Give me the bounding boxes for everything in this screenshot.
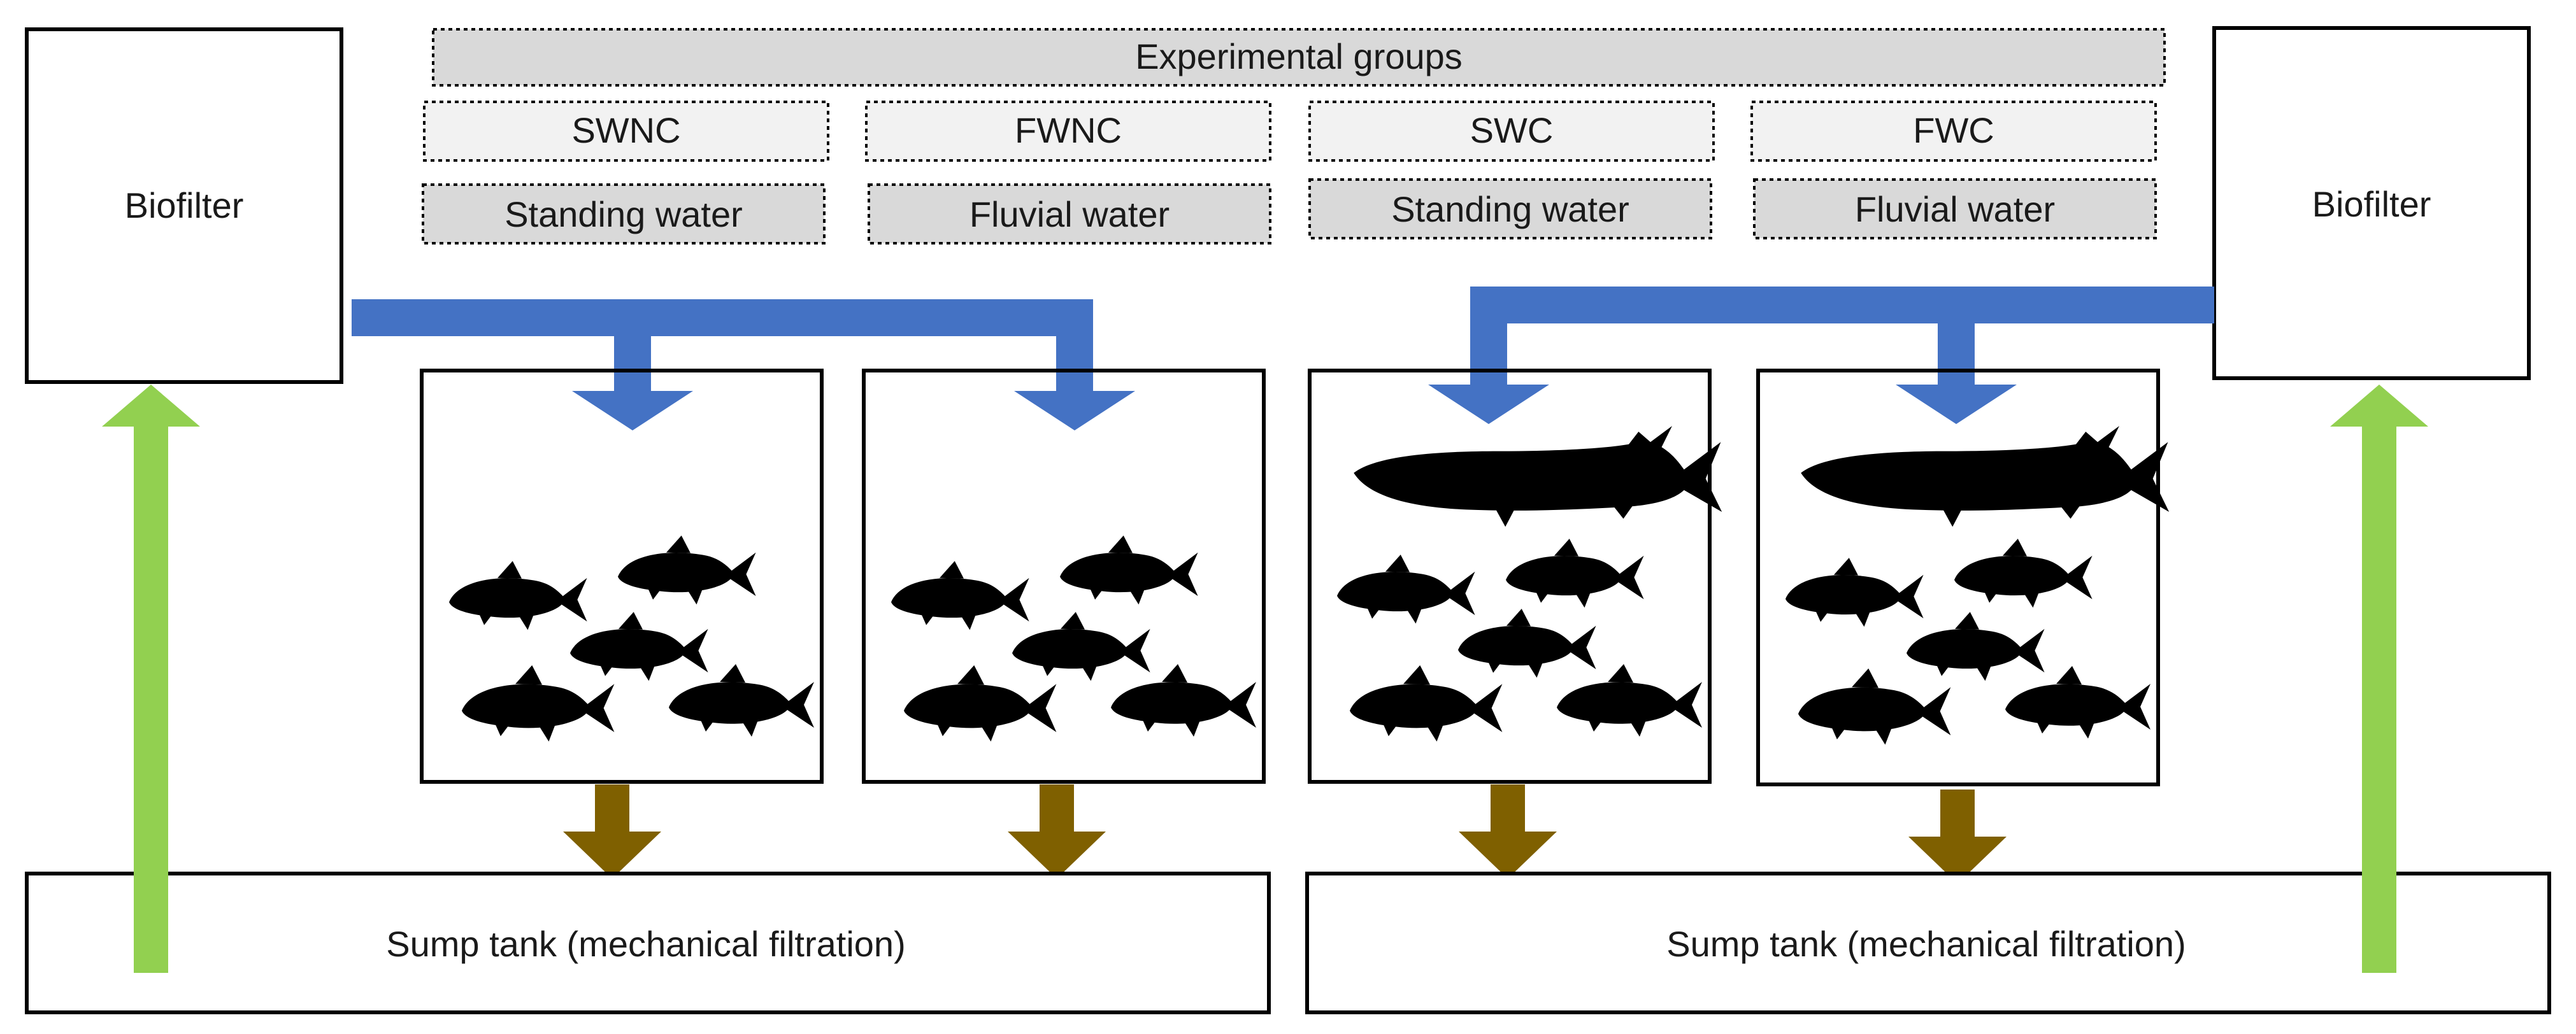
- prey-fish-icon: [449, 535, 814, 742]
- prey-fish-icon: [1785, 539, 2150, 745]
- pike-predator-icon: [1354, 426, 1722, 527]
- return-arrow-left: [102, 385, 200, 973]
- experimental-groups-header: Experimental groups: [432, 28, 2166, 87]
- group-code-swc: SWC: [1308, 101, 1715, 162]
- header-title: Experimental groups: [1135, 36, 1463, 76]
- water-type-fwnc: Fluvial water: [868, 183, 1271, 244]
- svg-text:FWNC: FWNC: [1015, 110, 1122, 150]
- svg-text:Sump tank (mechanical filtrati: Sump tank (mechanical filtration): [386, 924, 905, 964]
- svg-text:Biofilter: Biofilter: [125, 185, 244, 225]
- svg-text:Fluvial water: Fluvial water: [970, 194, 1170, 234]
- biofilter-right: Biofilter: [2212, 26, 2531, 380]
- water-type-fwc: Fluvial water: [1753, 178, 2157, 239]
- inflow-pipe-right: [1428, 287, 2214, 424]
- water-type-swc: Standing water: [1308, 178, 1712, 239]
- pike-predator-icon: [1801, 426, 2170, 527]
- sump-tank-right: Sump tank (mechanical filtration): [1305, 872, 2551, 1014]
- tank-swc: [1308, 369, 1722, 784]
- svg-text:Standing water: Standing water: [1391, 189, 1629, 229]
- tank-fwc: [1756, 369, 2170, 786]
- svg-text:Biofilter: Biofilter: [2312, 184, 2431, 224]
- outflow-arrows: [563, 784, 2007, 884]
- inflow-pipe-left: [352, 299, 1135, 430]
- return-arrow-right: [2330, 385, 2428, 973]
- svg-text:SWC: SWC: [1470, 110, 1554, 150]
- svg-text:Sump tank (mechanical filtrati: Sump tank (mechanical filtration): [1666, 924, 2186, 964]
- group-code-swnc: SWNC: [423, 101, 829, 162]
- prey-fish-icon: [1337, 539, 1702, 742]
- svg-text:Standing water: Standing water: [504, 194, 743, 234]
- sump-tank-left: Sump tank (mechanical filtration): [25, 872, 1271, 1014]
- svg-text:FWC: FWC: [1913, 110, 1994, 150]
- prey-fish-icon: [891, 535, 1256, 742]
- water-type-swnc: Standing water: [422, 183, 826, 244]
- tank-fwnc: [862, 369, 1266, 784]
- tank-swnc: [420, 369, 824, 784]
- group-code-fwnc: FWNC: [865, 101, 1271, 162]
- svg-text:SWNC: SWNC: [571, 110, 680, 150]
- biofilter-left: Biofilter: [25, 27, 343, 384]
- svg-text:Fluvial water: Fluvial water: [1855, 189, 2055, 229]
- group-code-fwc: FWC: [1750, 101, 2157, 162]
